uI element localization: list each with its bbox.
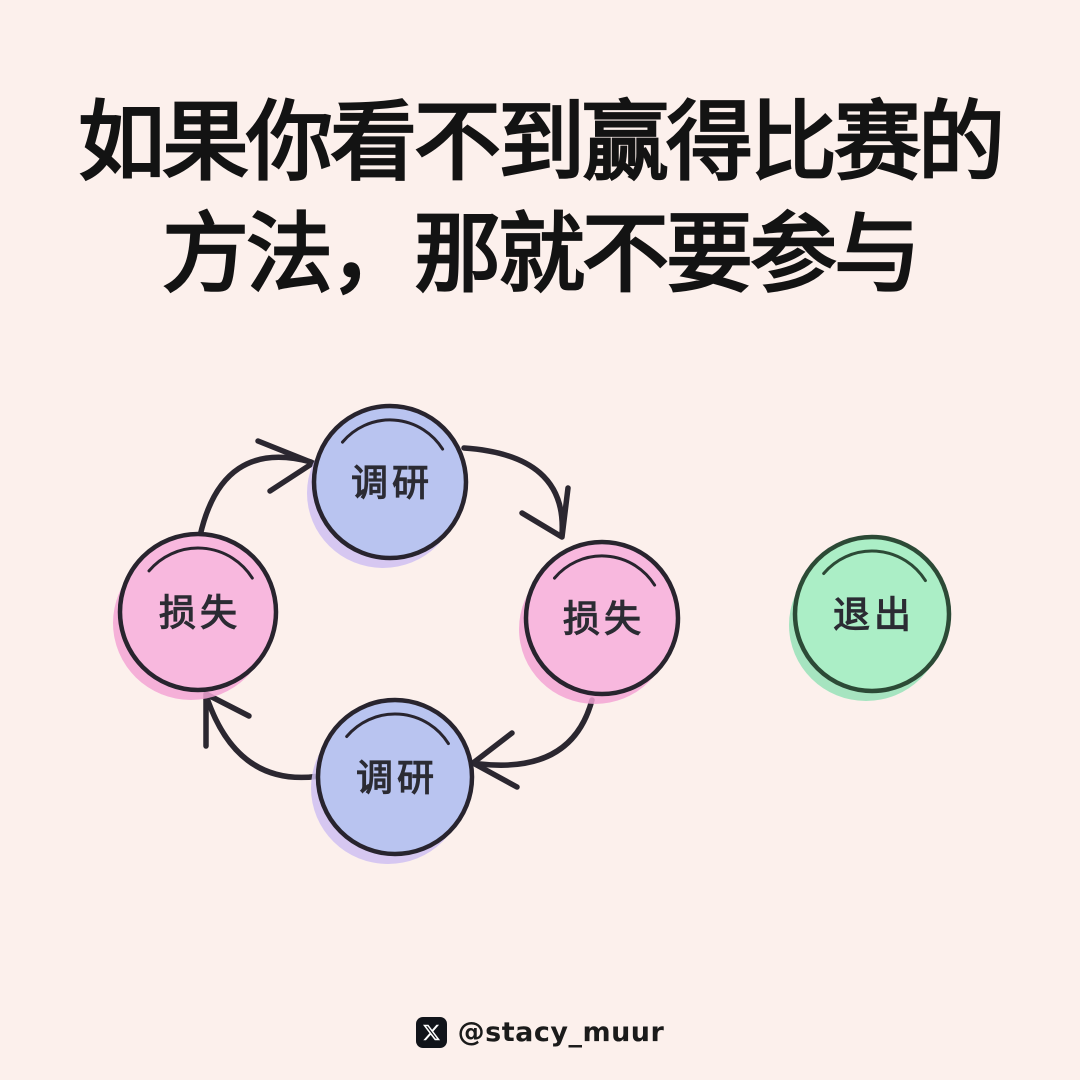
arrow-top-to-right	[461, 445, 571, 540]
node-sketch-arc	[553, 554, 657, 587]
node-label: 调研	[351, 462, 433, 505]
author-handle: @stacy_muur	[457, 1017, 665, 1048]
cycle-node-loss-right: 损失	[519, 539, 681, 704]
attribution-footer: @stacy_muur	[0, 1017, 1080, 1048]
node-circle	[523, 539, 681, 697]
node-label: 损失	[563, 598, 645, 641]
title-line-2: 方法，那就不要参与	[162, 203, 921, 305]
node-circle	[117, 531, 279, 693]
node-label: 调研	[356, 757, 438, 800]
cycle-node-loss-left: 损失	[113, 531, 279, 700]
node-circle	[315, 697, 475, 857]
node-label: 退出	[833, 594, 915, 637]
node-sketch-arc	[147, 546, 254, 580]
title-line-1: 如果你看不到赢得比赛的	[78, 91, 1005, 193]
node-sketch-arc	[341, 418, 445, 451]
arrow-left-to-top	[197, 438, 316, 539]
node-sketch-arc	[345, 712, 450, 746]
cycle-node-research-top: 调研	[307, 403, 469, 568]
arrow-right-to-bottom	[470, 697, 595, 790]
node-label: 损失	[159, 592, 241, 635]
node-circle	[311, 403, 469, 561]
x-logo-icon	[415, 1017, 447, 1048]
arrow-bottom-to-left	[203, 691, 323, 781]
node-circle	[792, 534, 952, 694]
page-title: 如果你看不到赢得比赛的 方法，那就不要参与	[0, 86, 1080, 310]
cycle-node-research-bottom: 调研	[311, 697, 475, 864]
node-sketch-arc	[822, 549, 927, 583]
exit-node: 退出	[789, 534, 952, 701]
